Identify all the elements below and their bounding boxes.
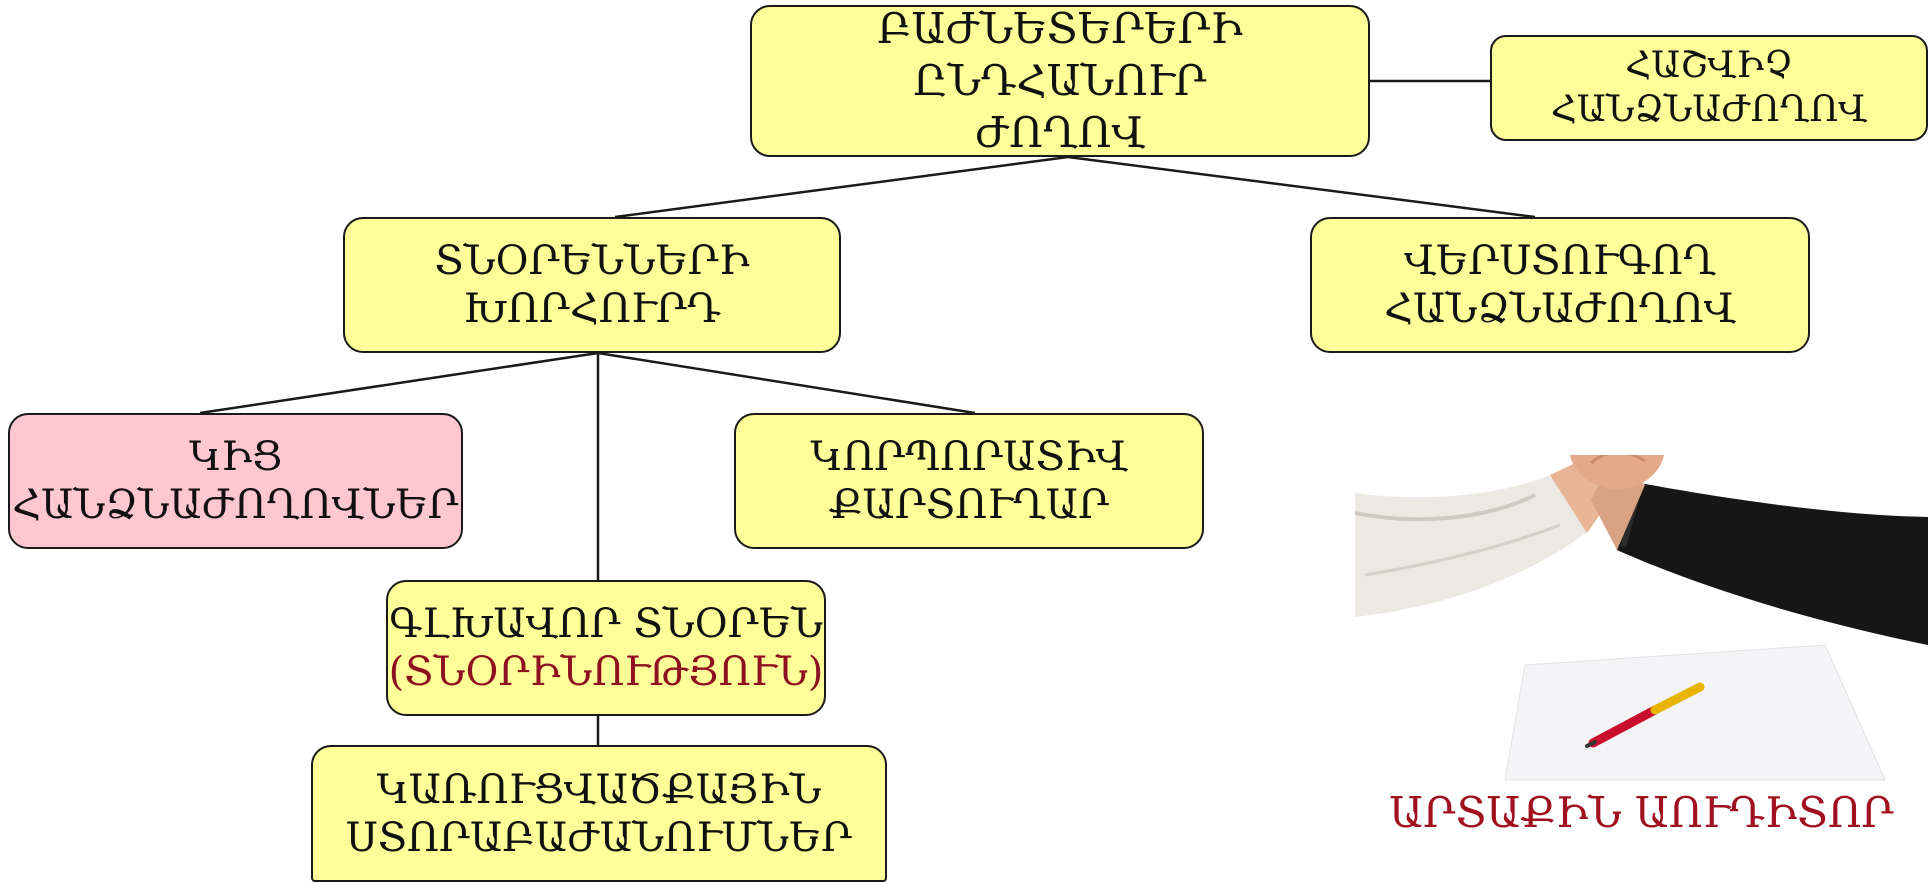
node-label-line1: ՏՆՕՐԵՆՆԵՐԻ bbox=[434, 238, 750, 284]
node-audit-committee: ՀԱՇՎԻՉ ՀԱՆՁՆԱԺՈՂՈՎ bbox=[1490, 35, 1928, 141]
node-label-line2: ՀԱՆՁՆԱԺՈՂՈՎ bbox=[1384, 286, 1736, 332]
connector-assembly-revision bbox=[1067, 155, 1536, 219]
node-label-line1: ԲԱԺՆԵՏԵՐԵՐԻ ԸՆԴՀԱՆՈՒՐ bbox=[877, 4, 1243, 105]
connector-board-exec bbox=[199, 351, 599, 415]
node-label-line1: ՎԵՐՍՏՈՒԳՈՂ bbox=[1403, 238, 1717, 284]
left-arm-sleeve bbox=[1355, 473, 1590, 617]
paper-sheet bbox=[1504, 644, 1886, 781]
node-label-line2: (ՏՆՕՐԻՆՈՒԹՅՈՒՆ) bbox=[388, 649, 824, 695]
node-label-line2: ԺՈՂՈՎ bbox=[974, 108, 1146, 157]
node-label-line1: ՀԱՇՎԻՉ bbox=[1625, 45, 1793, 86]
node-label-line1: ԳԼԽԱՎՈՐ ՏՆՕՐԵՆ bbox=[389, 601, 823, 647]
arm-wrestling-illustration bbox=[1355, 455, 1928, 781]
node-label-line1: ԿԱՌՈՒՑՎԱԾՔԱՅԻՆ bbox=[376, 766, 822, 813]
node-label-line2: ՀԱՆՁՆԱԺՈՂՈՎՆԵՐ bbox=[12, 482, 459, 528]
node-board-of-directors: ՏՆՕՐԵՆՆԵՐԻ ԽՈՐՀՈՒՐԴ bbox=[343, 217, 841, 353]
node-general-director: ԳԼԽԱՎՈՐ ՏՆՕՐԵՆ (ՏՆՕՐԻՆՈՒԹՅՈՒՆ) bbox=[386, 580, 826, 716]
node-revision-commission: ՎԵՐՍՏՈՒԳՈՂ ՀԱՆՁՆԱԺՈՂՈՎ bbox=[1310, 217, 1810, 353]
node-label-line2: ԽՈՐՀՈՒՐԴ bbox=[463, 286, 721, 332]
node-label-line1: ԿՈՐՊՈՐԱՏԻՎ bbox=[810, 434, 1128, 480]
connector-assembly-board bbox=[614, 155, 1069, 219]
node-label-line2: ՀԱՆՁՆԱԺՈՂՈՎ bbox=[1550, 89, 1868, 130]
connector-board-corp bbox=[597, 351, 976, 415]
right-arm-sleeve bbox=[1617, 483, 1928, 645]
node-structural-units: ԿԱՌՈՒՑՎԱԾՔԱՅԻՆ ՍՏՈՐԱԲԱԺԱՆՈՒՄՆԵՐ bbox=[311, 745, 887, 882]
node-committees: ԿԻՑ ՀԱՆՁՆԱԺՈՂՈՎՆԵՐ bbox=[8, 413, 463, 549]
node-shareholders-general-meeting: ԲԱԺՆԵՏԵՐԵՐԻ ԸՆԴՀԱՆՈՒՐ ԺՈՂՈՎ bbox=[750, 4, 1370, 157]
node-label-line1: ԿԻՑ bbox=[188, 434, 282, 480]
node-label-line2: ՍՏՈՐԱԲԱԺԱՆՈՒՄՆԵՐ bbox=[345, 814, 853, 861]
node-label-line2: ՔԱՐՏՈՒՂԱՐ bbox=[828, 482, 1110, 528]
pen-icon bbox=[1585, 682, 1705, 748]
node-corporate-secretary: ԿՈՐՊՈՐԱՏԻՎ ՔԱՐՏՈՒՂԱՐ bbox=[734, 413, 1204, 549]
clasped-hands bbox=[1569, 455, 1665, 489]
external-auditor-label: ԱՐՏԱՔԻՆ ԱՈՒԴԻՏՈՐ bbox=[1389, 788, 1894, 837]
